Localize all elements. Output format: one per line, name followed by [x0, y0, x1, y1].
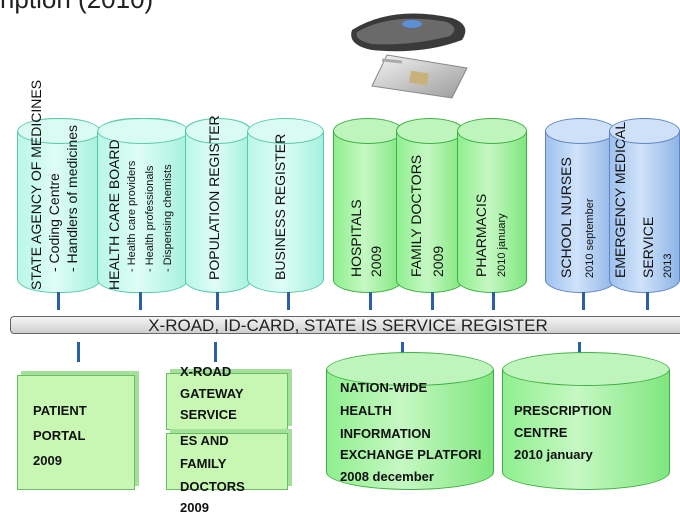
- box-text: 2008 december: [340, 469, 434, 484]
- box-text: ES AND: [180, 433, 229, 448]
- system-year: 2010 september: [584, 198, 596, 279]
- box-text: PATIENT: [33, 403, 87, 418]
- system-label: STATE AGENCY OF MEDICINES: [28, 79, 44, 290]
- box-text: 2009: [180, 500, 209, 515]
- patient-portal-box: [17, 375, 135, 490]
- system-label-line2: SERVICE: [640, 216, 656, 278]
- box-text: NATION-WIDE: [340, 380, 428, 395]
- cylinder-top: [18, 119, 100, 144]
- system-sub-label: - Health care providers: [126, 160, 138, 272]
- system-population-register: [185, 118, 251, 293]
- system-family-doctors: [396, 118, 464, 293]
- system-year: 2009: [430, 245, 446, 277]
- connector-line: [214, 342, 217, 362]
- box-text: SERVICE: [180, 407, 237, 422]
- box-text: DOCTORS: [180, 479, 245, 494]
- cylinder-top: [610, 119, 679, 144]
- bus-label: X-ROAD, ID-CARD, STATE IS SERVICE REGIST…: [148, 316, 548, 335]
- cylinder-top: [503, 353, 669, 386]
- connector-line: [216, 292, 219, 310]
- box-text: PRESCRIPTION: [514, 403, 612, 418]
- connector-line: [492, 292, 495, 310]
- cylinder-top: [546, 119, 615, 144]
- system-health-care-board: [97, 118, 189, 293]
- box-text: 2010 january: [514, 447, 593, 462]
- cylinder-top: [248, 119, 323, 144]
- box-text: CENTRE: [514, 425, 568, 440]
- es-family-doctors-box: [166, 433, 288, 490]
- nation-wide-platform-cylinder: [326, 352, 494, 490]
- connector-line: [77, 342, 80, 362]
- connector-line: [369, 292, 372, 310]
- connector-line: [57, 292, 60, 310]
- system-state-agency-of-medicines: [17, 118, 101, 293]
- cylinder-top: [327, 353, 493, 386]
- system-label: SCHOOL NURSES: [558, 157, 574, 278]
- system-school-nurses: [545, 118, 616, 293]
- connector-line: [431, 292, 434, 310]
- box-text: HEALTH: [340, 403, 392, 418]
- system-year: 2013: [662, 253, 674, 278]
- page-title: ription (2010): [0, 0, 153, 15]
- id-card-reader-image: [332, 0, 482, 100]
- system-emergency-medical-service: [609, 118, 680, 293]
- box-text: PORTAL: [33, 428, 86, 443]
- cylinder-top: [397, 119, 463, 144]
- prescription-centre-cylinder: [502, 352, 670, 490]
- connector-line: [287, 292, 290, 310]
- connector-line: [582, 292, 585, 310]
- cylinder-top: [98, 119, 188, 144]
- system-label: HEALTH CARE BOARD: [106, 139, 122, 290]
- box-text: INFORMATION: [340, 426, 431, 441]
- integration-bus-bar: X-ROAD, ID-CARD, STATE IS SERVICE REGIST…: [10, 316, 680, 335]
- box-text: 2009: [33, 453, 62, 468]
- system-label: HOSPITALS: [348, 199, 364, 277]
- system-label: FAMILY DOCTORS: [408, 154, 424, 277]
- system-sub-label: - Health professionals: [144, 165, 156, 272]
- box-text: FAMILY: [180, 456, 227, 471]
- system-year: 2009: [368, 245, 384, 277]
- system-business-register: [247, 118, 324, 293]
- connector-line: [139, 292, 142, 310]
- system-label: BUSINESS REGISTER: [272, 133, 288, 280]
- box-text: EXCHANGE PLATFORI: [340, 447, 482, 462]
- box-text: X-ROAD: [180, 364, 232, 379]
- cylinder-top: [334, 119, 402, 144]
- cylinder-top: [186, 119, 250, 144]
- system-sub-label: - Dispensing chemists: [162, 164, 174, 272]
- cylinder-top: [458, 119, 526, 144]
- system-label: POPULATION REGISTER: [206, 115, 222, 280]
- system-label: PHARMACIS: [473, 193, 489, 277]
- system-label: EMERGENCY MEDICAL: [612, 121, 628, 278]
- connector-line: [646, 292, 649, 310]
- system-pharmacis: [457, 118, 527, 293]
- system-sub-label: - Coding Centre: [46, 173, 62, 272]
- system-year: 2010 january: [496, 213, 508, 277]
- xroad-gateway-box: [166, 373, 288, 430]
- system-sub-label: - Handlers of medicines: [64, 124, 80, 272]
- box-text: GATEWAY: [180, 386, 244, 401]
